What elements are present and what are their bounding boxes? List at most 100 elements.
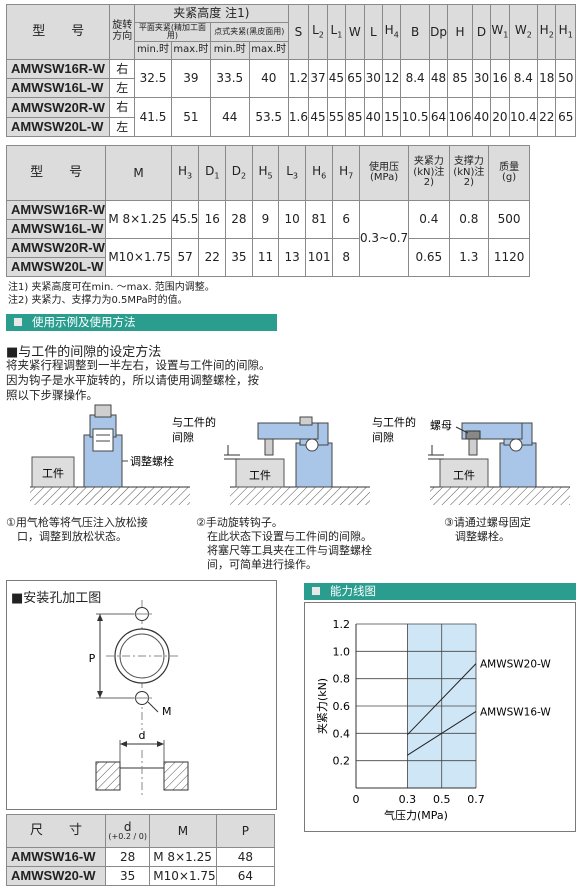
direction-cell: 右 bbox=[109, 58, 136, 80]
notes: 注1) 夹紧高度可在min. ～max. 范围内调整。 注2) 夹紧力、支撑力为… bbox=[8, 281, 215, 307]
value-cell: 28 bbox=[105, 847, 151, 867]
model-cell: AMWSW20R-W bbox=[5, 238, 107, 258]
d-header-tolerance: (+0.2 / 0) bbox=[108, 832, 147, 842]
value-cell: 22 bbox=[537, 97, 557, 137]
direction-header: 旋转方向 bbox=[109, 4, 136, 60]
value-cell: 40 bbox=[363, 97, 384, 137]
dim-header: L3 bbox=[278, 145, 306, 201]
model-cell: AMWSW20L-W bbox=[5, 116, 111, 138]
nut-label: 螺母 bbox=[430, 419, 452, 432]
table-row: AMWSW20L-W 左 bbox=[5, 116, 576, 138]
value-cell: 85 bbox=[345, 97, 365, 137]
dim-header: S bbox=[287, 4, 310, 60]
para-line: 照以下步骤操作。 bbox=[6, 388, 98, 402]
mass-header: 质量 (g) bbox=[488, 145, 530, 201]
value-cell: 35 bbox=[225, 238, 253, 277]
dim-header: H2 bbox=[537, 4, 557, 60]
flat-clamp-header: 平面夹紧(精加工面用) bbox=[134, 22, 211, 42]
value-cell: 45 bbox=[326, 58, 347, 99]
y-axis-label: 夹紧力(kN) bbox=[316, 678, 329, 734]
value-cell: 10.4 bbox=[508, 97, 539, 137]
caption-line: 间，可简单进行操作。 bbox=[196, 558, 317, 571]
value-cell: M10×1.75 bbox=[149, 866, 217, 886]
mounting-hole-panel: ■安装孔加工图 bbox=[6, 580, 277, 810]
value-cell: 20 bbox=[490, 97, 510, 137]
x-tick-label: 0.7 bbox=[467, 793, 485, 806]
value-cell: 30 bbox=[363, 58, 384, 99]
value-cell: 500 bbox=[488, 200, 530, 239]
model-cell: AMWSW20L-W bbox=[5, 257, 107, 277]
value-cell: 18 bbox=[537, 58, 557, 99]
clamp-force-header: 夹紧力 (kN)注2) bbox=[408, 145, 450, 201]
usage-section-title: 使用示例及使用方法 bbox=[32, 315, 136, 329]
value-cell: 101 bbox=[304, 238, 334, 277]
value-cell: 0.65 bbox=[408, 238, 450, 277]
value-cell: 1.6 bbox=[287, 97, 310, 137]
value-cell: 22 bbox=[198, 238, 227, 277]
table-row: AMWSW20R-W 右 41.5 51 44 53.5 1.6 45 55 8… bbox=[5, 97, 576, 137]
model-header: 型 号 bbox=[5, 145, 107, 201]
value-cell: 48 bbox=[428, 58, 449, 99]
series-label: AMWSW20-W bbox=[480, 659, 551, 671]
value-cell: M 8×1.25 bbox=[149, 847, 217, 867]
dim-header: B bbox=[400, 4, 430, 60]
table-row: AMWSW16-W 28 M 8×1.25 48 bbox=[5, 847, 276, 867]
value-cell: 35 bbox=[105, 866, 151, 886]
caption-line: 调整螺栓。 bbox=[444, 530, 510, 543]
value-cell: 39 bbox=[170, 58, 211, 99]
work-label: 工件 bbox=[453, 469, 475, 482]
work-label: 工件 bbox=[249, 469, 271, 482]
x-tick-label: 0.3 bbox=[399, 793, 417, 806]
dim-header: H7 bbox=[332, 145, 360, 201]
value-cell: 1.3 bbox=[448, 238, 490, 277]
mounting-hole-drawing: P M d bbox=[89, 600, 189, 796]
figure-2: 工件 与工件的 间隙 bbox=[172, 415, 370, 505]
y-tick-label: 0.4 bbox=[333, 727, 351, 740]
gap-setting-paragraph: 将夹紧行程调整到一半左右，设置与工件间的间隙。 因为钩子是水平旋转的，所以请使用… bbox=[6, 358, 271, 403]
dim-header: D1 bbox=[198, 145, 227, 201]
model-cell: AMWSW20R-W bbox=[5, 97, 111, 118]
spec-table-1: 型 号 旋转方向 夹紧高度 注1) S L2 L1 W L H4 B Dp H … bbox=[5, 3, 576, 138]
dim-header: H1 bbox=[555, 4, 576, 60]
max-header: max.时 bbox=[248, 40, 289, 60]
value-cell: 50 bbox=[555, 58, 576, 99]
point-clamp-header: 点式夹紧(黑皮面用) bbox=[209, 22, 289, 42]
value-cell: M10×1.75 bbox=[105, 238, 172, 277]
model-cell: AMWSW16-W bbox=[5, 847, 107, 867]
caption-line: 口，调整到放松状态。 bbox=[6, 530, 127, 543]
dim-header: M bbox=[105, 145, 172, 201]
caption-line: ③请通过螺母固定 bbox=[444, 516, 531, 529]
caption-line: ②手动旋转钩子。 bbox=[196, 516, 283, 529]
value-cell: 45.5 bbox=[170, 200, 200, 239]
x-axis-label: 气压力(MPa) bbox=[384, 808, 448, 822]
capability-section-bar: 能力线图 bbox=[304, 583, 576, 600]
step-1-caption: ①用气枪等将气压注入放松接 口，调整到放松状态。 bbox=[6, 516, 148, 544]
d-dimension-label: d bbox=[139, 729, 146, 742]
pressure-header: 使用压 (MPa) bbox=[358, 145, 410, 201]
series-line bbox=[407, 663, 477, 736]
value-cell: 57 bbox=[170, 238, 200, 277]
gap-label: 与工件的 bbox=[172, 415, 216, 429]
value-cell: 37 bbox=[308, 58, 328, 99]
value-cell: 40 bbox=[248, 58, 289, 99]
x-tick-label: 0.5 bbox=[433, 793, 451, 806]
para-line: 将夹紧行程调整到一半左右，设置与工件间的间隙。 bbox=[6, 358, 271, 372]
value-cell: 51 bbox=[170, 97, 211, 137]
value-cell: 53.5 bbox=[248, 97, 289, 137]
mounting-hole-title: ■安装孔加工图 bbox=[11, 591, 102, 606]
m-dimension-label: M bbox=[162, 705, 172, 718]
direction-cell: 左 bbox=[109, 116, 136, 138]
value-cell: 9 bbox=[251, 200, 280, 239]
gap-label: 间隙 bbox=[372, 430, 394, 444]
value-cell: 6 bbox=[332, 200, 360, 239]
gap-label: 间隙 bbox=[172, 430, 194, 444]
dim-header: H4 bbox=[381, 4, 402, 60]
dim-header: D bbox=[471, 4, 492, 60]
model-cell: AMWSW16R-W bbox=[5, 200, 107, 220]
value-cell: 15 bbox=[381, 97, 402, 137]
size-header: 尺 寸 bbox=[5, 814, 107, 848]
caption-line: ①用气枪等将气压注入放松接 bbox=[6, 516, 148, 529]
y-tick-label: 0.2 bbox=[333, 755, 351, 768]
value-cell: 55 bbox=[326, 97, 347, 137]
